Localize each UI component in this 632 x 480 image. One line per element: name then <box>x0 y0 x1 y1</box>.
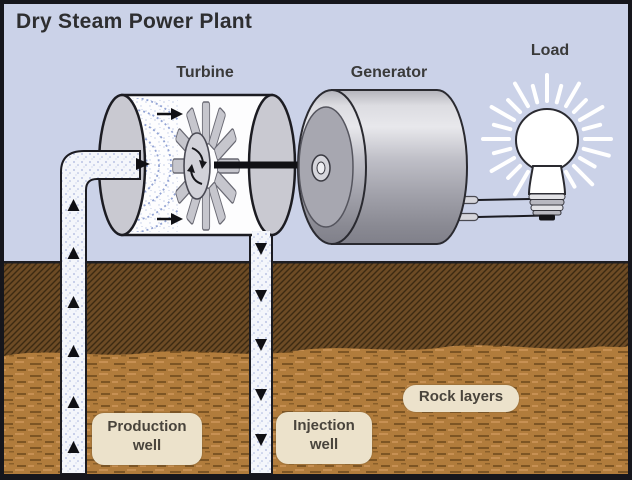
downward-flow-arrows <box>255 243 267 446</box>
rock-layers-label: Rock layers <box>403 385 519 412</box>
steam-arrowheads <box>171 108 183 225</box>
rotation-arrowheads <box>187 160 207 173</box>
turbine-label: Turbine <box>176 64 234 81</box>
electric-wires <box>477 198 545 218</box>
injection-well-label: Injection well <box>276 412 372 464</box>
load-label: Load <box>530 42 570 59</box>
light-bulb <box>481 73 613 221</box>
bulb-contact-tip <box>539 214 555 221</box>
ground-surface-line <box>4 261 628 264</box>
bulb-rays <box>481 73 613 197</box>
generator-body <box>331 89 468 245</box>
generator-label: Generator <box>350 64 428 81</box>
bulb-screw-base <box>528 193 566 216</box>
injection-well-pipe <box>249 229 273 474</box>
bulb-globe <box>515 108 579 172</box>
steam-direction-arrows <box>157 112 172 221</box>
upward-flow-arrows <box>67 158 150 453</box>
power-plant-illustration <box>4 4 628 474</box>
injection-pipe-opening <box>252 231 270 239</box>
generator-hub-center <box>316 161 326 175</box>
turbine-shaft <box>214 161 326 169</box>
page-title: Dry Steam Power Plant <box>16 10 253 33</box>
wheel-hub <box>183 132 211 200</box>
generator-graphic <box>297 89 479 245</box>
production-well-pipe <box>60 150 150 474</box>
production-well-label: Production well <box>92 413 202 465</box>
diagram-canvas: Dry Steam Power Plant Turbine Generator … <box>4 4 628 474</box>
bulb-neck <box>527 165 567 195</box>
